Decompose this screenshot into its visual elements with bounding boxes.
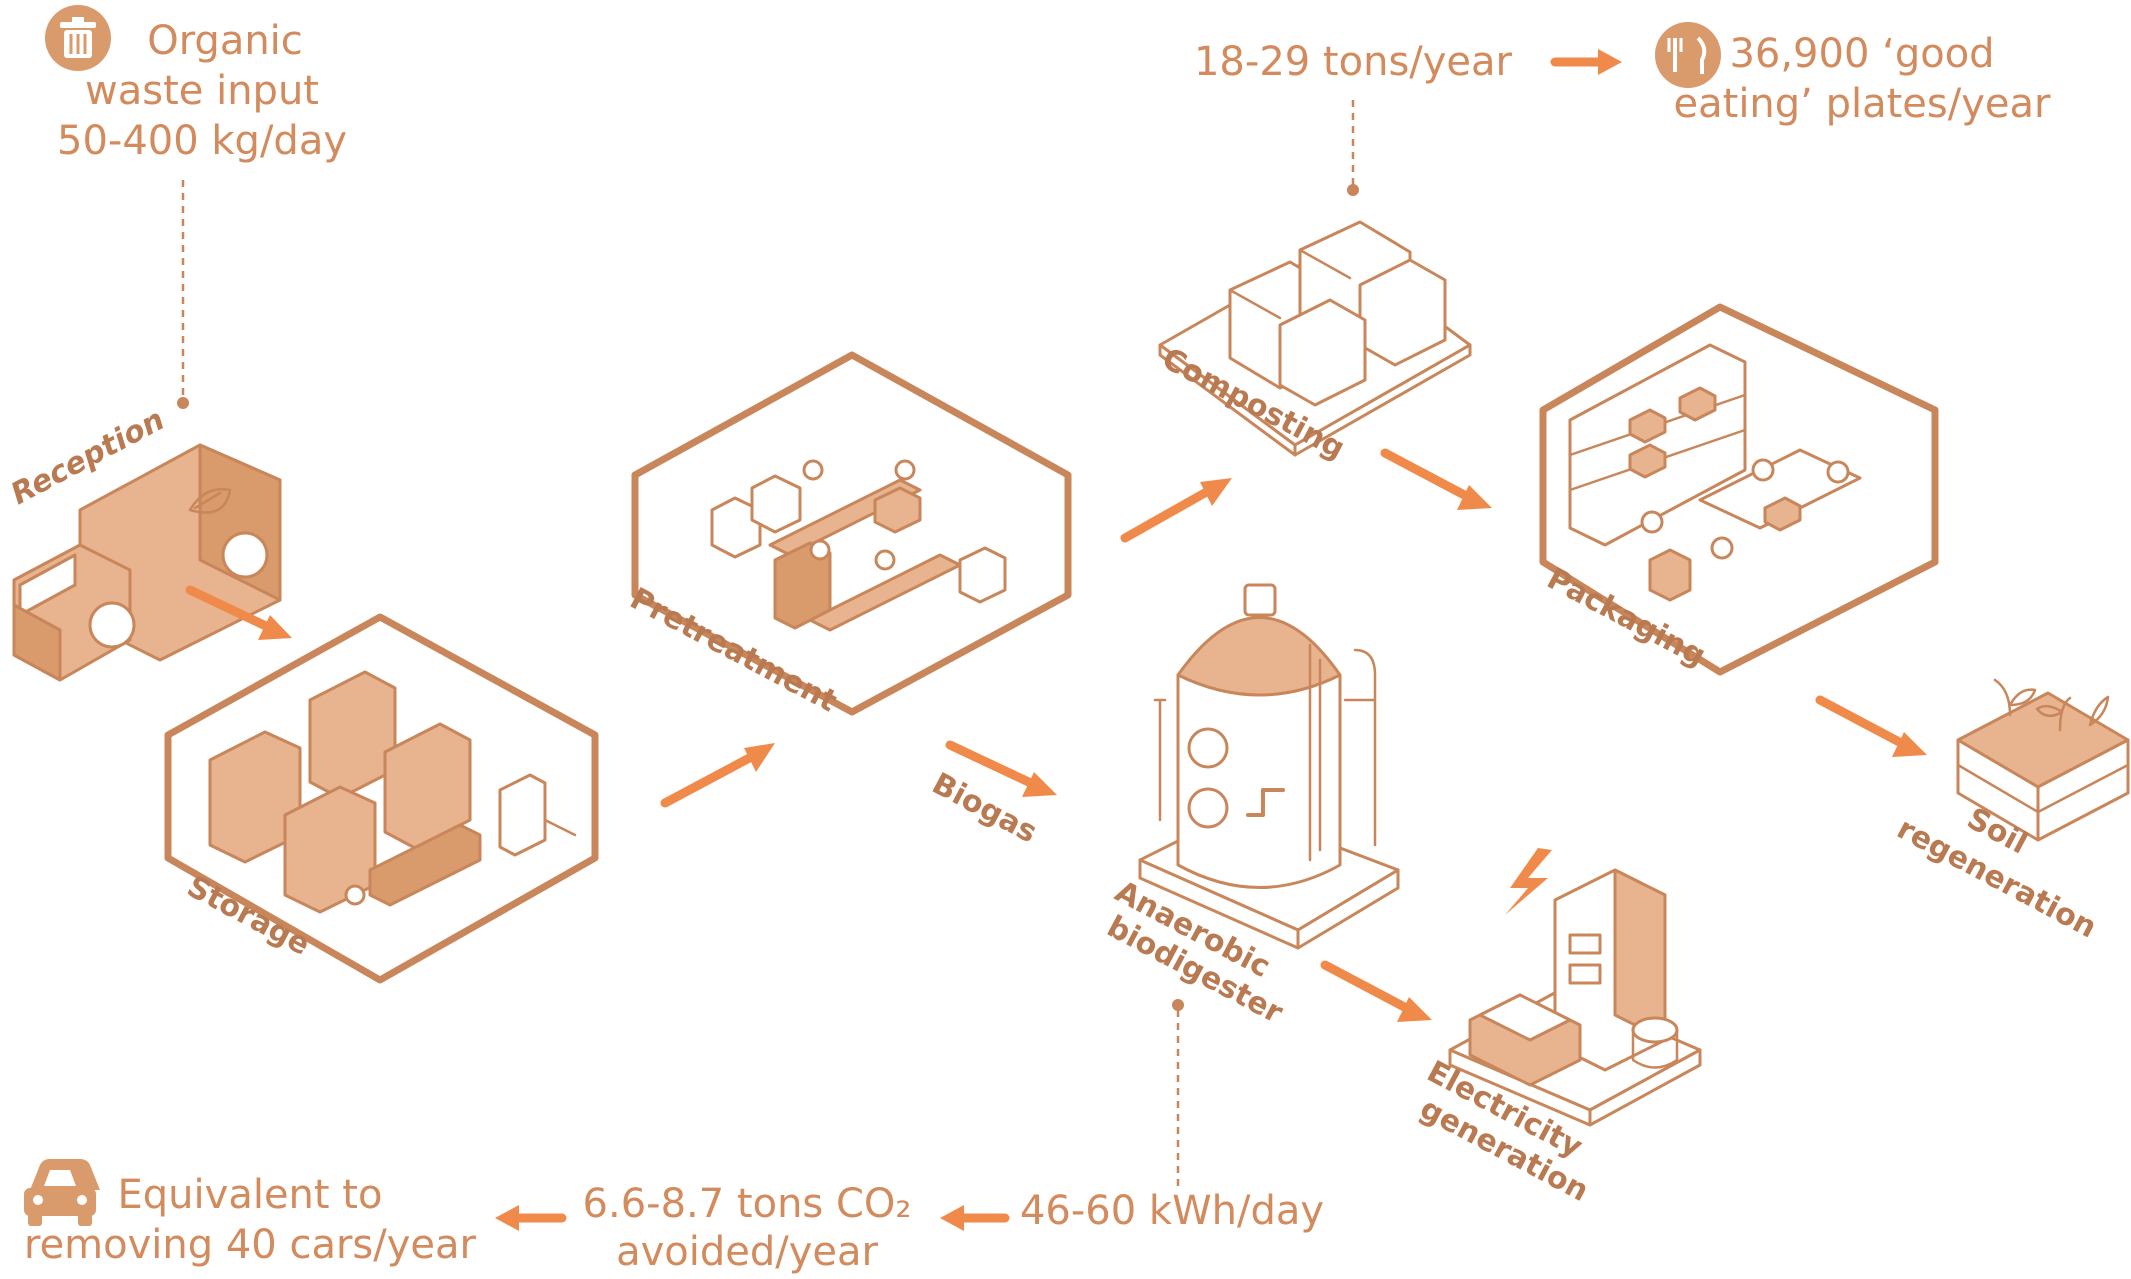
lightning-icon xyxy=(1505,848,1552,915)
energy-text: 46-60 kWh/day xyxy=(1020,1188,1324,1234)
storage-shelves xyxy=(208,670,577,914)
plates-line2: eating’ plates/year xyxy=(1674,81,2052,127)
arrow-storage-pretreatment xyxy=(660,743,775,808)
arrow-composting-packaging xyxy=(1380,448,1492,510)
car-icon xyxy=(24,1159,100,1226)
arrow-energy-co2 xyxy=(940,1205,1010,1231)
plates-line1: 36,900 ‘good xyxy=(1729,31,1994,77)
organic-input-line2: waste input xyxy=(85,68,319,114)
cars-line2: removing 40 cars/year xyxy=(24,1222,477,1268)
organic-input-line1: Organic xyxy=(147,18,303,64)
composting-bins xyxy=(1158,220,1472,457)
compost-output-text: 18-29 tons/year xyxy=(1194,39,1513,85)
arrow-biogas xyxy=(945,740,1057,797)
biodigester-tank xyxy=(1138,583,1400,950)
cars-line1: Equivalent to xyxy=(118,1172,383,1218)
arrow-reception-storage xyxy=(185,585,292,640)
generator xyxy=(1448,868,1702,1127)
input-connector-dot xyxy=(177,397,189,409)
arrow-compost-plates xyxy=(1550,49,1622,75)
storage-hexagon xyxy=(164,613,599,984)
soil-block xyxy=(1956,678,2130,842)
packaging-scene xyxy=(1568,343,1862,602)
trash-icon xyxy=(45,5,111,71)
compost-connector-dot xyxy=(1347,184,1359,196)
pretreatment-line xyxy=(710,459,1007,632)
organic-input-line3: 50-400 kg/day xyxy=(57,118,347,164)
energy-connector-dot xyxy=(1172,999,1184,1011)
arrow-packaging-soil xyxy=(1815,695,1927,757)
arrow-biodigester-electricity xyxy=(1320,960,1432,1022)
arrow-co2-cars xyxy=(495,1205,567,1231)
co2-line1: 6.6-8.7 tons CO₂ xyxy=(583,1181,912,1227)
fork-knife-icon xyxy=(1655,22,1721,88)
arrow-pretreatment-composting xyxy=(1120,478,1232,543)
co2-line2: avoided/year xyxy=(616,1229,878,1275)
pretreatment-hexagon xyxy=(631,351,1072,716)
